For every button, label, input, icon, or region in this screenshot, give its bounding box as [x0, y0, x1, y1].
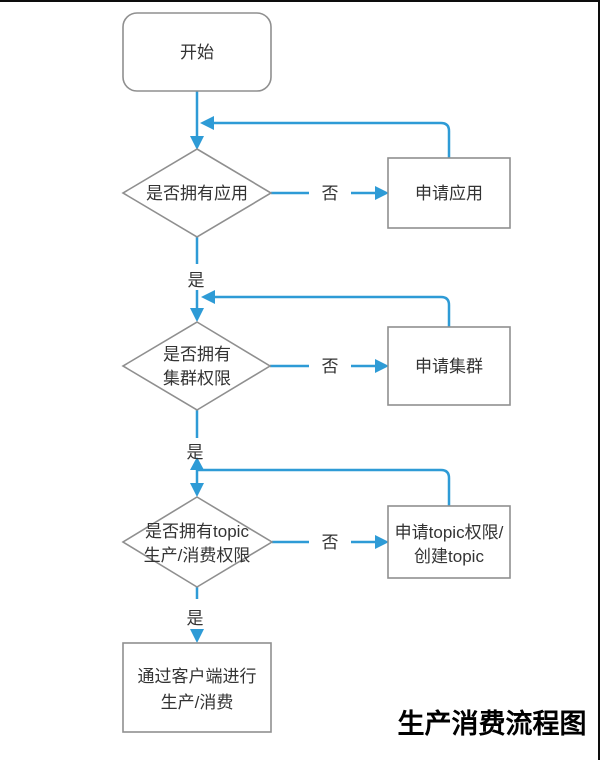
- apply-topic-label-line2: 创建topic: [414, 547, 484, 566]
- apply-cluster-node: [387, 326, 511, 406]
- decision-has-topic-permission-node: [121, 496, 274, 588]
- decision-has-cluster-permission-node: [121, 321, 272, 411]
- arrowhead-into-decision-cluster: [190, 308, 204, 322]
- start-node-label: 开始: [180, 43, 214, 62]
- right-edge-line: [598, 0, 600, 760]
- apply-app-node: [387, 157, 511, 229]
- decision-cluster-label-line1: 是否拥有: [163, 345, 231, 364]
- arrowhead-into-decision-app: [190, 136, 204, 150]
- decision-topic-label-line2: 生产/消费权限: [144, 546, 251, 565]
- apply-app-label: 申请应用: [415, 184, 483, 203]
- edge-label-no-2: 否: [322, 357, 339, 376]
- top-edge-line: [0, 0, 600, 2]
- decision-topic-label-line1: 是否拥有topic: [145, 522, 249, 541]
- arrowhead-feedback-cluster: [201, 290, 215, 304]
- decision-has-app-node: [121, 148, 273, 238]
- arrowhead-into-apply-topic: [375, 535, 389, 549]
- edge-label-no-3: 否: [322, 533, 339, 552]
- edge-label-yes-2: 是: [187, 443, 204, 462]
- apply-topic-label-line1: 申请topic权限/: [395, 523, 504, 542]
- start-node: [122, 12, 272, 92]
- produce-consume-label-line2: 生产/消费: [161, 693, 234, 712]
- edge-apply-topic-feedback: [197, 468, 451, 507]
- edge-apply-cluster-feedback: [215, 295, 451, 327]
- arrowhead-into-apply-cluster: [375, 359, 389, 373]
- produce-consume-label-line1: 通过客户端进行: [138, 667, 257, 686]
- edge-label-yes-3: 是: [187, 609, 204, 628]
- decision-has-app-label: 是否拥有应用: [146, 184, 248, 203]
- apply-cluster-label: 申请集群: [415, 357, 483, 376]
- produce-consume-node: [122, 642, 272, 733]
- arrowhead-into-produce-consume: [190, 629, 204, 643]
- arrowhead-feedback-topic-up: [190, 457, 204, 470]
- arrowhead-feedback-app: [200, 116, 214, 130]
- edge-apply-app-feedback: [214, 121, 451, 158]
- apply-topic-permission-node: [387, 505, 511, 579]
- edge-label-yes-1: 是: [188, 271, 205, 290]
- diagram-title: 生产消费流程图: [398, 709, 587, 739]
- arrowhead-into-apply-app: [375, 186, 389, 200]
- decision-cluster-label-line2: 集群权限: [163, 369, 231, 388]
- arrowhead-into-decision-topic: [190, 483, 204, 497]
- edge-label-no-1: 否: [322, 184, 339, 203]
